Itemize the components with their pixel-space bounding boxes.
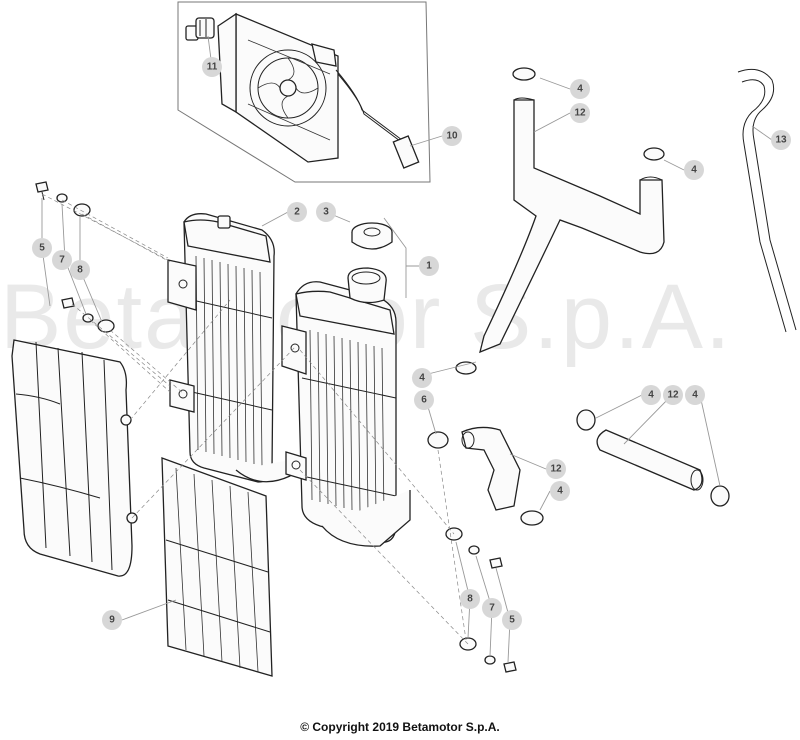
hose-clamps bbox=[455, 67, 730, 526]
callout-12-elbow: 12 bbox=[546, 459, 566, 479]
callout-4-right-a: 4 bbox=[641, 385, 661, 405]
copyright-text: © Copyright 2019 Betamotor S.p.A. bbox=[300, 720, 500, 734]
svg-text:4: 4 bbox=[577, 84, 583, 95]
callout-13: 13 bbox=[771, 130, 791, 150]
callout-7-right: 7 bbox=[482, 598, 502, 618]
svg-text:11: 11 bbox=[207, 62, 218, 73]
svg-text:4: 4 bbox=[557, 486, 563, 497]
long-hose bbox=[737, 68, 797, 333]
svg-text:7: 7 bbox=[489, 603, 495, 614]
guide-lines bbox=[41, 193, 469, 645]
callout-4-right-b: 4 bbox=[685, 385, 705, 405]
callout-10: 10 bbox=[442, 126, 462, 146]
cooling-fan bbox=[217, 12, 420, 169]
callout-5-left: 5 bbox=[32, 238, 52, 258]
svg-text:6: 6 bbox=[421, 395, 427, 406]
callout-8-right: 8 bbox=[460, 589, 480, 609]
callout-5-right: 5 bbox=[502, 610, 522, 630]
callout-9: 9 bbox=[102, 610, 122, 630]
upper-y-hose bbox=[479, 97, 665, 354]
callout-7-left: 7 bbox=[52, 250, 72, 270]
svg-text:9: 9 bbox=[109, 615, 115, 626]
svg-text:8: 8 bbox=[467, 594, 473, 605]
right-mounting-hardware bbox=[427, 431, 517, 673]
radiator-louvre bbox=[161, 457, 273, 677]
callout-12-right: 12 bbox=[663, 385, 683, 405]
svg-text:7: 7 bbox=[59, 255, 65, 266]
callout-4-upper-left: 4 bbox=[570, 79, 590, 99]
radiator-guard bbox=[11, 339, 138, 577]
svg-text:3: 3 bbox=[323, 207, 329, 218]
callout-6: 6 bbox=[414, 390, 434, 410]
callout-2: 2 bbox=[287, 202, 307, 222]
fan-assembly-frame bbox=[177, 1, 431, 183]
svg-text:12: 12 bbox=[574, 108, 586, 119]
fan-bolt bbox=[185, 17, 215, 41]
svg-text:4: 4 bbox=[419, 373, 425, 384]
left-radiator bbox=[167, 213, 291, 483]
callout-4-upper-right: 4 bbox=[684, 160, 704, 180]
svg-text:10: 10 bbox=[446, 131, 458, 142]
left-mounting-hardware bbox=[35, 181, 115, 333]
svg-text:1: 1 bbox=[426, 261, 432, 272]
svg-text:12: 12 bbox=[667, 390, 679, 401]
callout-8-left: 8 bbox=[70, 260, 90, 280]
callout-12-upper: 12 bbox=[570, 103, 590, 123]
svg-text:13: 13 bbox=[775, 135, 787, 146]
straight-hose bbox=[596, 429, 704, 491]
svg-text:4: 4 bbox=[692, 390, 698, 401]
elbow-hose bbox=[461, 426, 521, 511]
svg-text:4: 4 bbox=[648, 390, 654, 401]
svg-text:2: 2 bbox=[294, 207, 300, 218]
callout-3: 3 bbox=[316, 202, 336, 222]
svg-text:5: 5 bbox=[509, 615, 515, 626]
callout-1: 1 bbox=[419, 256, 439, 276]
callout-4-middle: 4 bbox=[412, 368, 432, 388]
radiator-cap bbox=[351, 222, 393, 250]
callout-4-elbow: 4 bbox=[550, 481, 570, 501]
svg-text:8: 8 bbox=[77, 265, 83, 276]
right-radiator bbox=[281, 267, 411, 547]
svg-text:12: 12 bbox=[550, 464, 562, 475]
svg-text:4: 4 bbox=[691, 165, 697, 176]
callout-11: 11 bbox=[202, 57, 222, 77]
svg-text:5: 5 bbox=[39, 243, 45, 254]
